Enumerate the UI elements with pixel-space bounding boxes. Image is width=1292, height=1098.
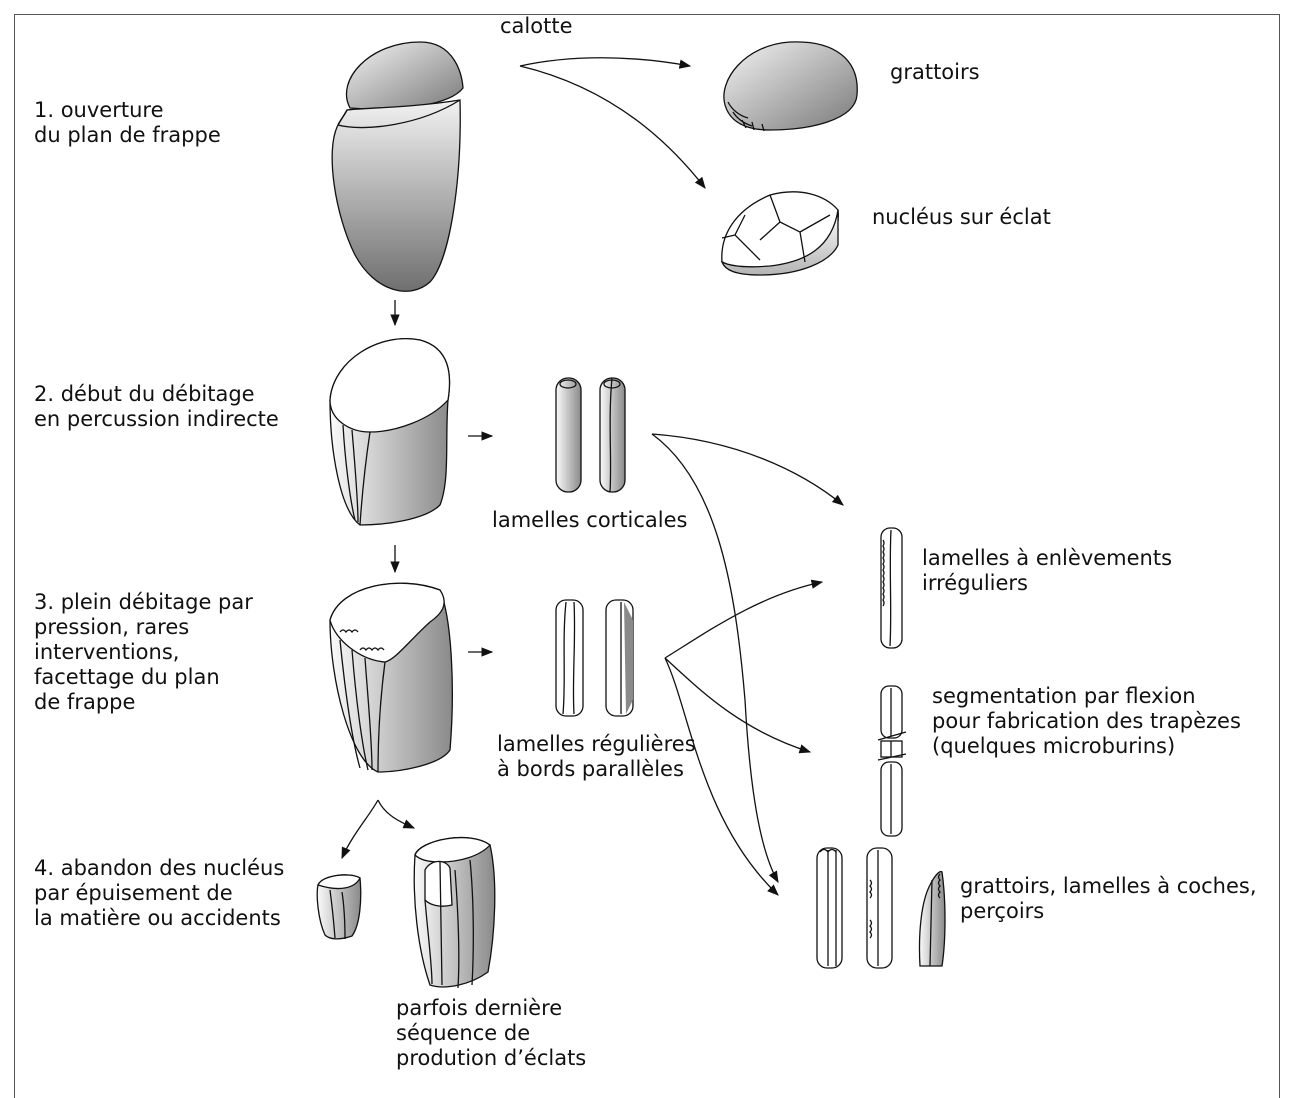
tool-grattoir xyxy=(817,848,842,968)
core-step3-shape xyxy=(330,583,452,772)
core-initial-shape xyxy=(332,100,460,291)
grattoirs-label: grattoirs xyxy=(890,60,980,85)
calotte-label: calotte xyxy=(500,14,573,39)
cortical-bladelet-2 xyxy=(600,378,625,492)
core-step2-shape xyxy=(330,339,450,525)
tool-notched-bladelet xyxy=(867,848,892,968)
tools-label: grattoirs, lamelles à coches,perçoirs xyxy=(960,874,1257,924)
exhausted-core-large xyxy=(414,838,495,988)
bladelet-segmentation xyxy=(878,686,906,836)
regular-bladelet-2 xyxy=(606,600,633,716)
cortical-bladelet-1 xyxy=(556,378,581,492)
arrow-regulieres-to-irreguliers xyxy=(665,582,822,658)
arrow-corticales-to-irreguliers xyxy=(652,434,843,505)
calotte-shape xyxy=(346,42,463,109)
grattoir-top-shape xyxy=(724,42,857,131)
arrow-corticales-to-grattoirs xyxy=(652,434,778,882)
cortical-bladelets-label: lamelles corticales xyxy=(492,508,688,533)
nucleus-on-flake-shape xyxy=(722,192,838,275)
nucleus-on-flake-label: nucléus sur éclat xyxy=(872,205,1051,230)
arrow-step3-to-small-core xyxy=(342,800,378,858)
regular-bladelet-1 xyxy=(556,600,583,716)
exhausted-core-small xyxy=(317,875,360,939)
tool-percoir xyxy=(919,872,945,966)
arrow-step3-to-large-core xyxy=(378,800,414,828)
bladelet-irregular-removals xyxy=(881,528,902,648)
calotte-arrows xyxy=(520,58,705,188)
